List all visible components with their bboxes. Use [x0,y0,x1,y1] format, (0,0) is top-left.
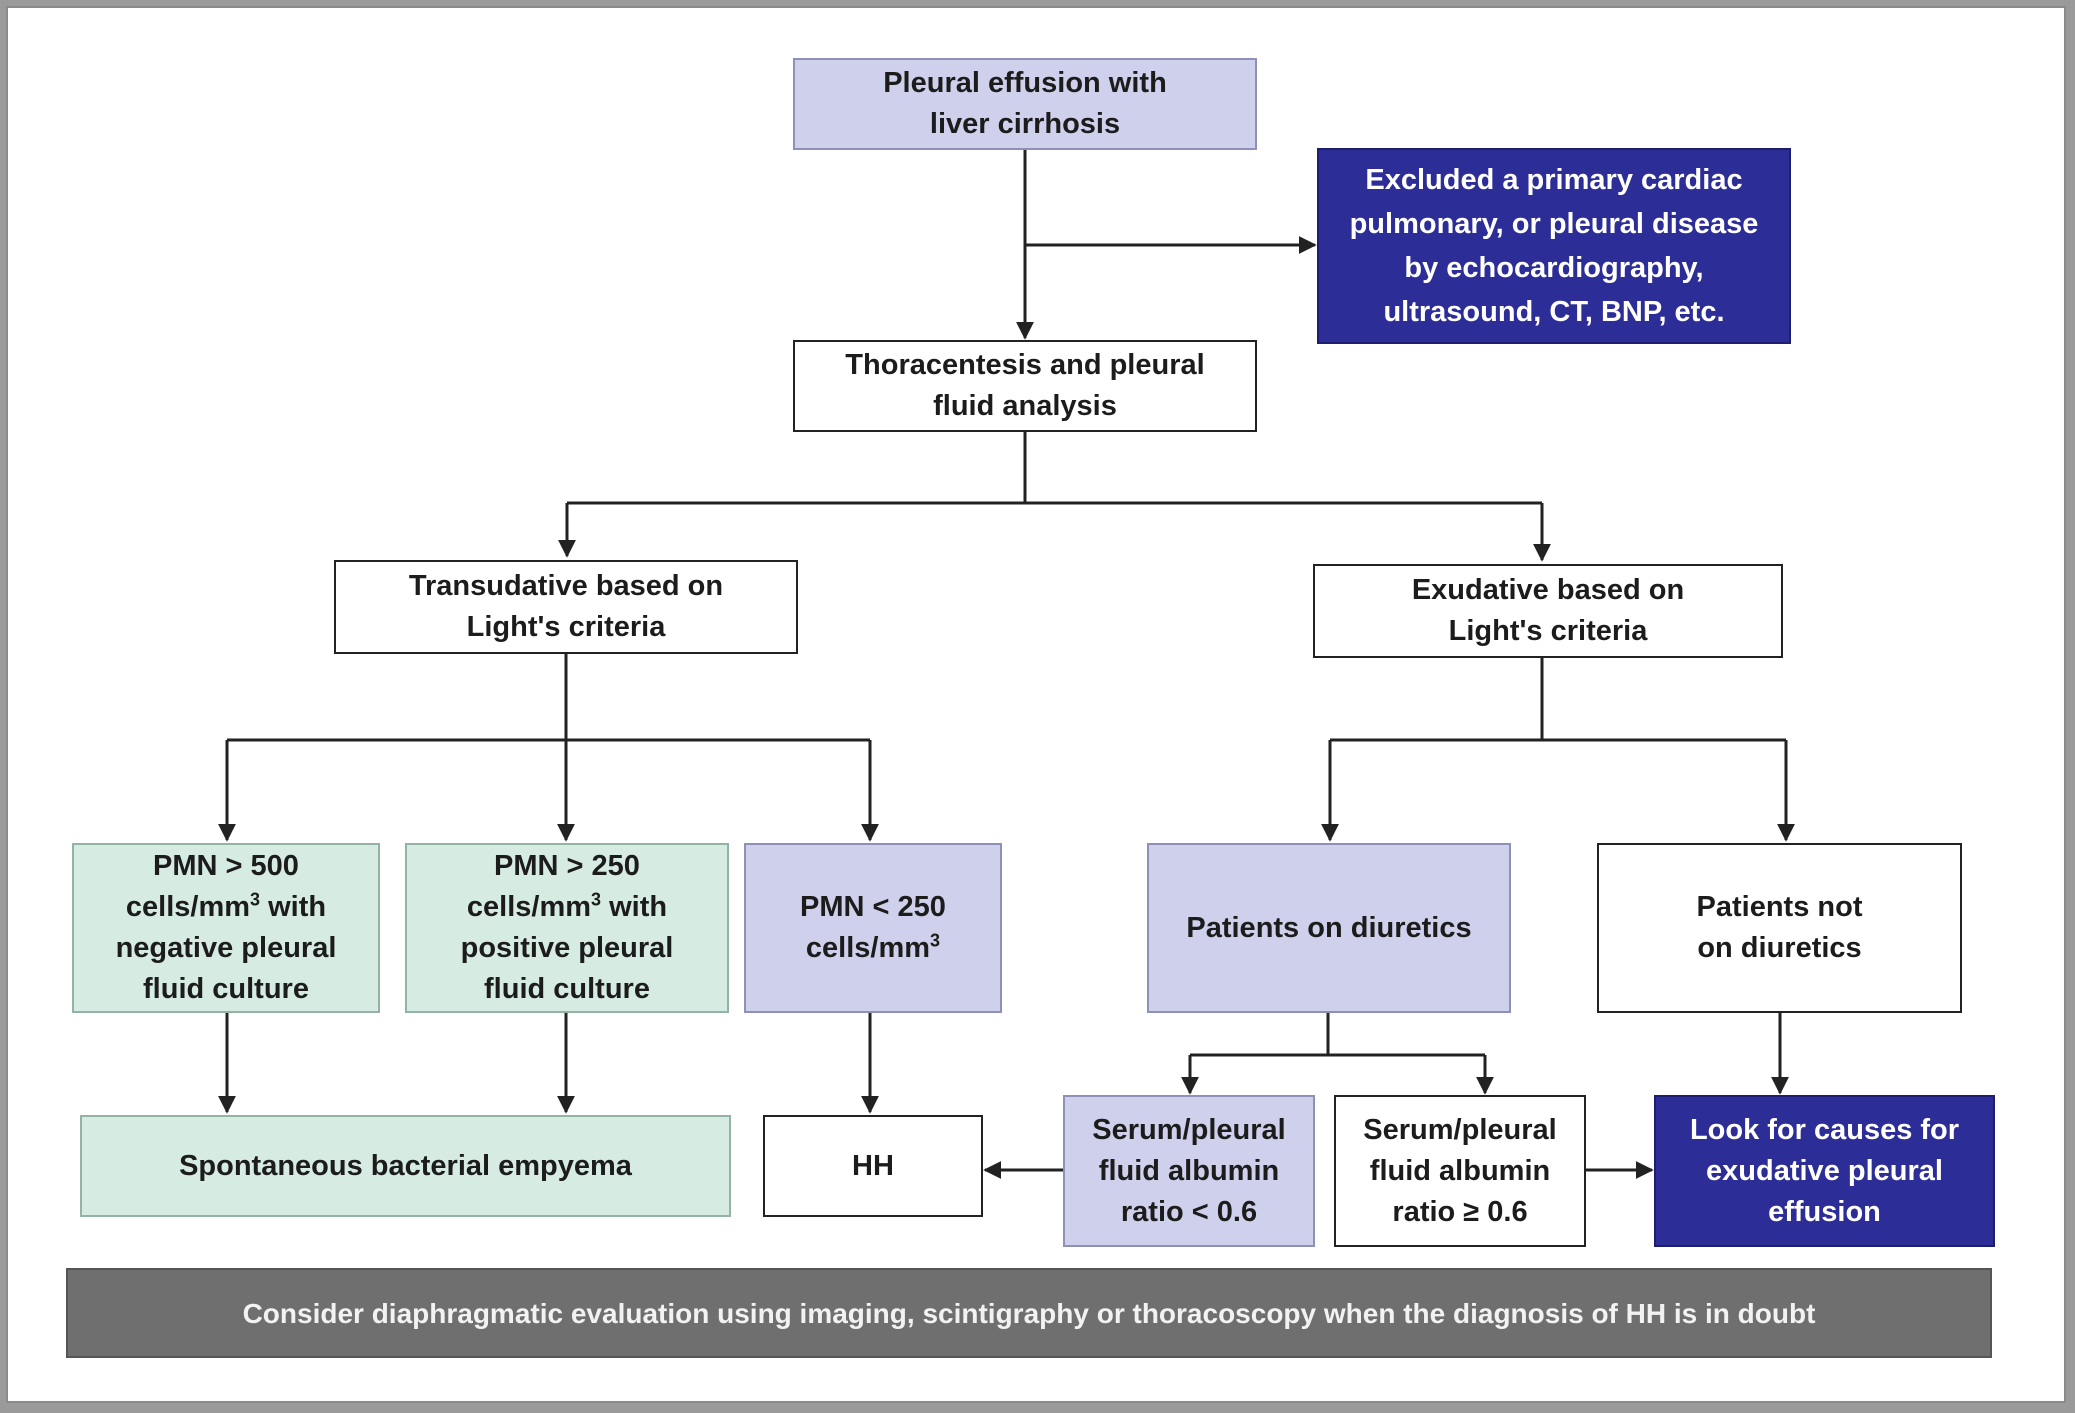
node-thoracentesis: Thoracentesis and pleural fluid analysis [793,340,1257,432]
node-hh: HH [763,1115,983,1217]
pmn-500-tail: with negative pleural fluid culture [115,891,337,1005]
node-ratio-less-0-6: Serum/pleural fluid albumin ratio < 0.6 [1063,1095,1315,1247]
node-spontaneous-bacterial-empyema: Spontaneous bacterial empyema [80,1115,731,1217]
footer-consider-diaphragmatic: Consider diaphragmatic evaluation using … [66,1268,1992,1358]
line-thoracentesis-split [567,432,1542,505]
node-exudative: Exudative based on Light's criteria [1313,564,1783,658]
node-pmn-250-positive: PMN > 250 cells/mm3 with positive pleura… [405,843,729,1013]
node-pleural-effusion: Pleural effusion with liver cirrhosis [793,58,1257,150]
pmn-250-less-sup: 3 [930,930,941,951]
node-not-on-diuretics: Patients not on diuretics [1597,843,1962,1013]
node-transudative: Transudative based on Light's criteria [334,560,798,654]
node-ratio-geq-0-6: Serum/pleural fluid albumin ratio ≥ 0.6 [1334,1095,1586,1247]
pmn-250-pos-tail: with positive pleural fluid culture [460,891,674,1005]
node-pmn-500: PMN > 500 cells/mm3 with negative pleura… [72,843,380,1013]
node-look-for-causes: Look for causes for exudative pleural ef… [1654,1095,1995,1247]
line-transudative-split [227,654,870,742]
pmn-250-pos-text: PMN > 250 cells/mm [466,850,640,923]
node-on-diuretics: Patients on diuretics [1147,843,1511,1013]
line-diuretics-split [1190,1013,1485,1057]
node-excluded-disease: Excluded a primary cardiac pulmonary, or… [1317,148,1791,344]
pmn-250-less-text: PMN < 250 cells/mm [800,891,946,964]
node-pmn-250-less: PMN < 250 cells/mm3 [744,843,1002,1013]
pmn-250-pos-sup: 3 [591,889,602,910]
pmn-500-sup: 3 [250,889,261,910]
line-exudative-split [1330,658,1786,742]
pmn-500-text: PMN > 500 cells/mm [125,850,299,923]
